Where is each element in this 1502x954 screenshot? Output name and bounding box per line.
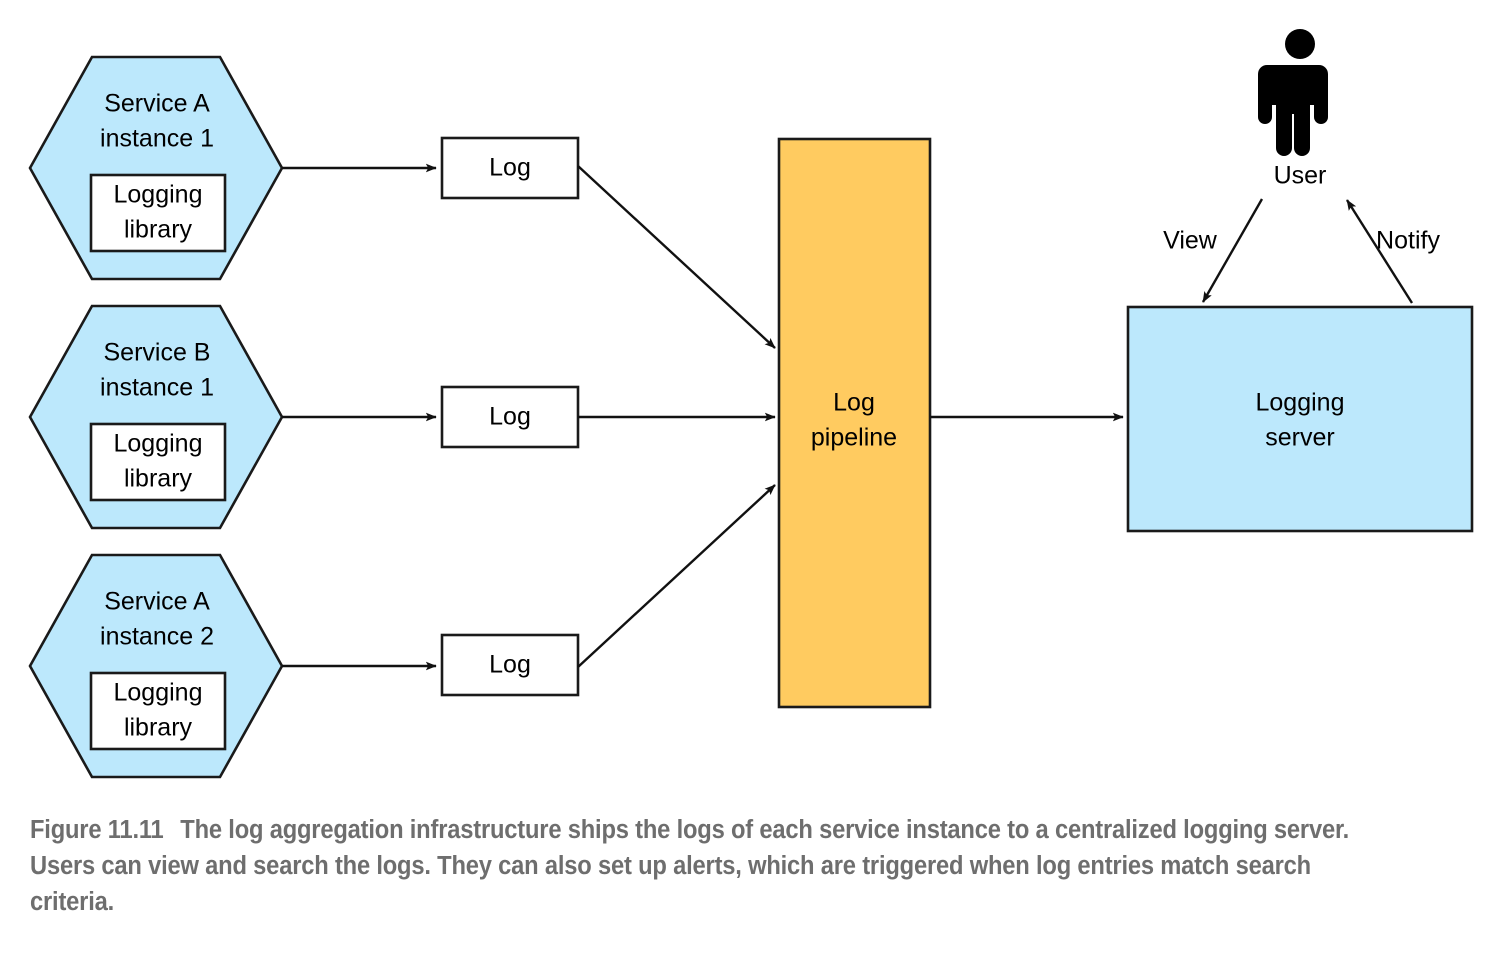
service-title-line2: instance 1	[100, 374, 214, 402]
service-title-line1: Service A	[104, 588, 210, 616]
figure-number: Figure 11.11	[30, 816, 164, 844]
log-pipeline-node[interactable]: Log pipeline	[777, 137, 932, 709]
logging-library-box	[89, 671, 227, 751]
logging-library-line2: library	[124, 465, 193, 493]
logging-library-box	[89, 422, 227, 502]
log-box-rect	[440, 136, 580, 200]
log-box-log-3[interactable]: Log	[440, 633, 580, 697]
logging-server-rect	[1126, 305, 1474, 533]
arrow-user-view-to-server	[1201, 198, 1264, 303]
log-box-log-1[interactable]: Log	[440, 136, 580, 200]
service-title-line2: instance 1	[100, 125, 214, 153]
user-actor[interactable]: User	[1258, 29, 1328, 190]
log-box-label: Log	[489, 403, 531, 431]
edge-label-view: View	[1163, 227, 1218, 255]
log-box-label: Log	[489, 651, 531, 679]
user-label: User	[1274, 162, 1327, 190]
arrow-log-3-to-pipeline	[577, 484, 776, 668]
service-title-line2: instance 2	[100, 623, 214, 651]
service-title-line1: Service A	[104, 90, 210, 118]
service-node-service-a-2[interactable]: Service A instance 2 Logging library	[28, 553, 284, 779]
logging-library-line2: library	[124, 714, 193, 742]
log-box-log-2[interactable]: Log	[440, 385, 580, 449]
log-pipeline-line1: Log	[833, 389, 875, 417]
log-pipeline-rect	[777, 137, 932, 709]
figure-caption-text: The log aggregation infrastructure ships…	[30, 816, 1350, 916]
logging-server-node[interactable]: Logging server	[1126, 305, 1474, 533]
diagram-canvas: Service A instance 1 Logging library Ser…	[28, 29, 1474, 779]
person-icon	[1258, 29, 1328, 156]
logging-library-line1: Logging	[114, 181, 203, 209]
logging-library-line1: Logging	[114, 430, 203, 458]
service-node-service-a-1[interactable]: Service A instance 1 Logging library	[28, 55, 284, 281]
logging-library-line2: library	[124, 216, 193, 244]
log-box-label: Log	[489, 154, 531, 182]
log-box-rect	[440, 633, 580, 697]
logging-library-line1: Logging	[114, 679, 203, 707]
logging-server-line1: Logging	[1256, 389, 1345, 417]
service-node-service-b-1[interactable]: Service B instance 1 Logging library	[28, 304, 284, 530]
service-title-line1: Service B	[104, 339, 211, 367]
logging-server-line2: server	[1265, 424, 1334, 452]
edge-label-notify: Notify	[1376, 227, 1440, 255]
log-box-rect	[440, 385, 580, 449]
arrow-server-notify-to-user	[1345, 199, 1414, 304]
logging-library-box	[89, 173, 227, 253]
arrow-log-1-to-pipeline	[577, 165, 776, 349]
log-pipeline-line2: pipeline	[811, 424, 897, 452]
